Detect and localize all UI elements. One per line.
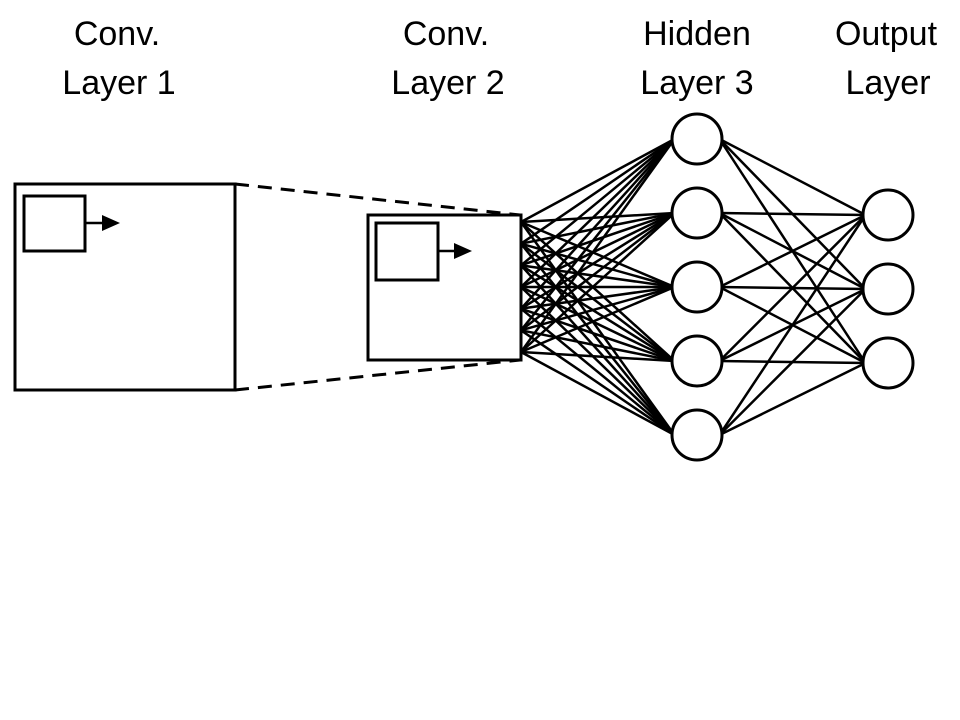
edge-conv2-6-hidden-0 [519,138,676,353]
edge-conv2-2-hidden-2 [520,264,675,289]
edge-hidden-0-output-0 [718,137,867,217]
edge-hidden-4-output-1 [718,288,867,436]
edge-conv2-3-hidden-1 [520,211,676,289]
edge-conv2-4-hidden-0 [520,138,676,310]
output-neuron-1 [861,188,915,242]
label-conv-layer-2-line1: Conv. [403,15,489,53]
output-layer-neurons [861,188,915,390]
hidden-neuron-4 [670,334,724,388]
label-output-layer-line1: Output [835,15,938,53]
hidden-neuron-3 [670,260,724,314]
label-hidden-layer-3-line2: Layer 3 [640,64,753,102]
edge-conv2-3-hidden-0 [520,138,676,288]
edge-conv2-6-hidden-1 [520,212,676,353]
projection-line-top [234,182,521,217]
label-conv-layer-1-line2: Layer 1 [62,64,175,102]
edges-hidden-to-output [718,137,867,437]
edge-conv2-1-hidden-1 [520,211,675,245]
label-output-layer-line2: Layer [845,64,930,102]
conv-layer-2-arrow-head [454,243,472,259]
output-neuron-3 [861,336,915,390]
projection-line-bottom [234,358,521,392]
label-conv-layer-1: Conv. Layer 1 [62,15,175,102]
edge-conv2-1-hidden-2 [520,242,675,289]
edge-hidden-4-output-0 [718,214,867,436]
edge-hidden-2-output-0 [718,213,867,289]
conv-layer-1-arrow-head [102,215,120,231]
label-conv-layer-1-line1: Conv. [74,15,160,53]
edge-conv2-5-hidden-2 [520,285,675,332]
output-neuron-2 [861,262,915,316]
edge-conv2-5-hidden-4 [520,329,676,437]
edge-hidden-3-output-0 [718,214,867,362]
edge-conv2-6-hidden-2 [520,285,675,354]
edge-conv2-0-hidden-1 [520,211,675,224]
hidden-layer-3-neurons [670,112,724,462]
label-output-layer: Output Layer [835,15,938,102]
label-hidden-layer-3-line1: Hidden [643,15,751,53]
edge-conv2-6-hidden-3 [520,350,675,363]
edge-conv2-5-hidden-1 [520,212,676,332]
hidden-neuron-1 [670,112,724,166]
edge-conv2-1-hidden-0 [520,137,676,245]
edge-conv2-2-hidden-1 [520,211,675,267]
edge-conv2-4-hidden-1 [520,211,676,310]
label-hidden-layer-3: Hidden Layer 3 [640,15,753,102]
conv-layer-2-kernel [374,221,440,282]
hidden-neuron-5 [670,408,724,462]
edge-conv2-6-hidden-4 [520,350,676,437]
edge-conv2-5-hidden-3 [520,329,675,363]
label-conv-layer-2: Conv. Layer 2 [391,15,504,102]
edge-conv2-5-hidden-0 [520,138,676,332]
edges-conv2-to-hidden [519,137,676,437]
edge-hidden-4-output-2 [718,361,867,437]
label-conv-layer-2-line2: Layer 2 [391,64,504,102]
edge-conv2-0-hidden-0 [520,137,676,224]
conv-layer-1-kernel [22,194,87,253]
hidden-neuron-2 [670,186,724,240]
edge-hidden-1-output-0 [719,211,866,217]
edge-conv2-2-hidden-0 [520,138,676,267]
edge-conv2-4-hidden-2 [520,285,675,310]
edge-conv2-0-hidden-2 [520,220,675,289]
